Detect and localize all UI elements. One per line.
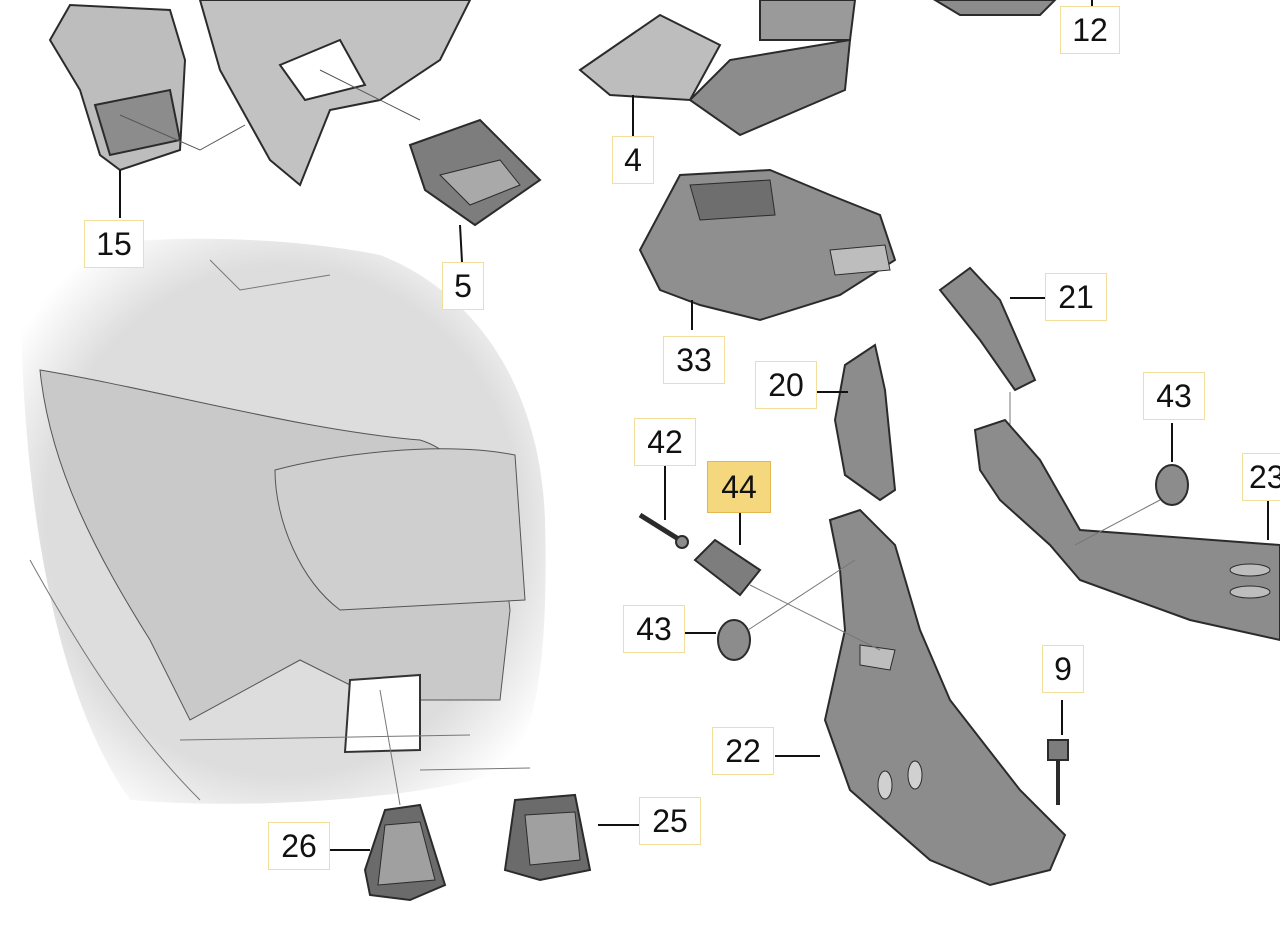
vent-part-26 xyxy=(325,689,447,902)
callout-43-left[interactable]: 43 xyxy=(623,605,685,653)
callout-26[interactable]: 26 xyxy=(268,822,330,870)
duct-part-21 xyxy=(938,266,1045,440)
callout-9[interactable]: 9 xyxy=(1042,645,1084,693)
clip-part-42 xyxy=(638,465,689,549)
callout-42[interactable]: 42 xyxy=(634,418,696,466)
sensor-part-44 xyxy=(693,510,881,651)
duct-part-22 xyxy=(775,508,1067,887)
callout-43-right[interactable]: 43 xyxy=(1143,372,1205,420)
distribution-housing-part-33 xyxy=(638,168,897,330)
air-vent-part-5 xyxy=(408,118,542,263)
callout-20[interactable]: 20 xyxy=(755,361,817,409)
dashboard-top-section xyxy=(198,0,472,187)
dashboard-background xyxy=(20,238,546,804)
duct-part-4 xyxy=(578,0,857,138)
part-12 xyxy=(933,0,1057,16)
callout-23[interactable]: 23 xyxy=(1242,453,1280,501)
callout-22[interactable]: 22 xyxy=(712,727,774,775)
callout-15[interactable]: 15 xyxy=(84,220,144,268)
callout-21[interactable]: 21 xyxy=(1045,273,1107,321)
callout-12[interactable]: 12 xyxy=(1060,6,1120,54)
callout-25[interactable]: 25 xyxy=(639,797,701,845)
grommet-part-43-left xyxy=(680,559,856,661)
callout-4[interactable]: 4 xyxy=(612,136,654,184)
duct-part-20 xyxy=(815,343,897,502)
grommet-part-43-right xyxy=(1074,423,1189,546)
screw-part-9 xyxy=(1047,700,1069,805)
vent-part-25 xyxy=(419,767,640,882)
callout-5[interactable]: 5 xyxy=(442,262,484,310)
callout-44[interactable]: 44 xyxy=(707,461,771,513)
air-duct-part-15 xyxy=(48,3,246,172)
duct-part-23 xyxy=(973,418,1280,642)
callout-33[interactable]: 33 xyxy=(663,336,725,384)
